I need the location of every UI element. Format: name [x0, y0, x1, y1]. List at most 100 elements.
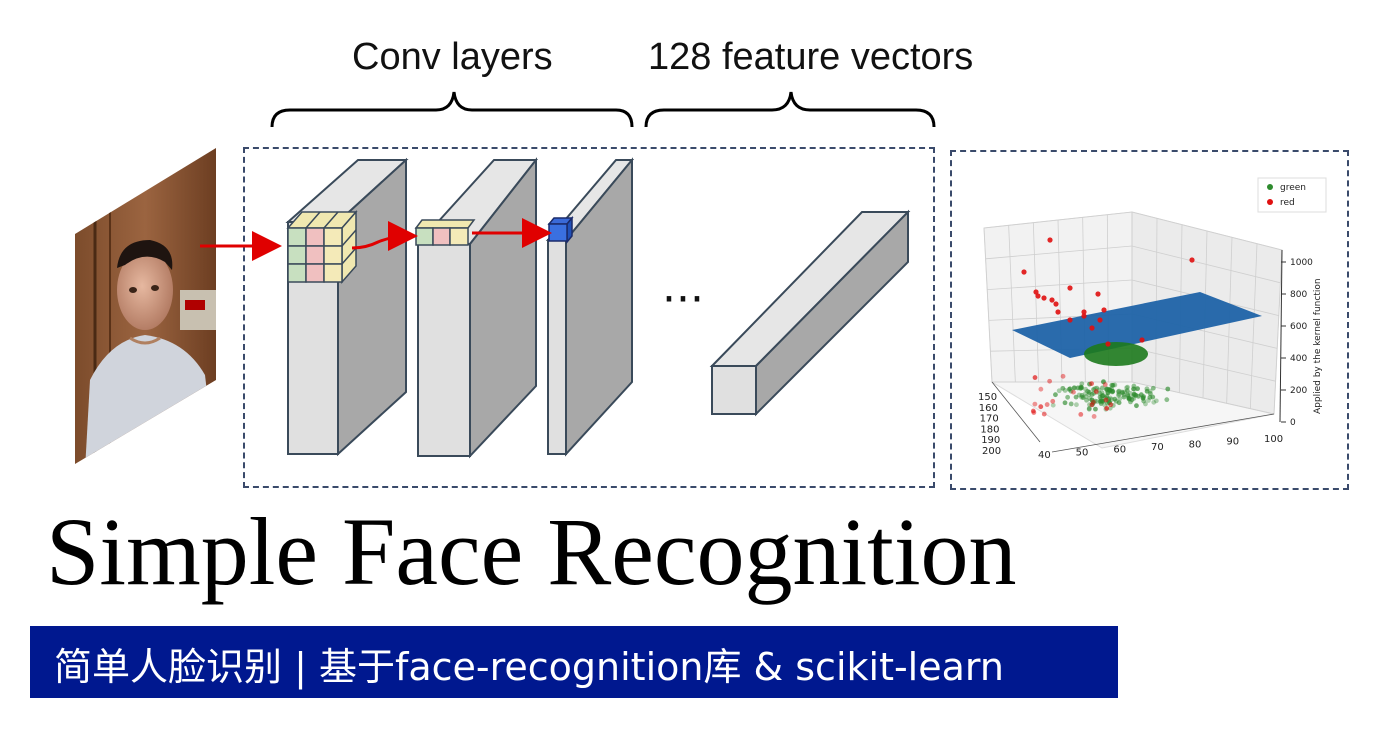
green-point — [1107, 395, 1113, 401]
plot-box — [950, 150, 1349, 490]
kernel-2 — [414, 219, 476, 246]
grid-line — [1273, 249, 1283, 415]
red-point — [1089, 402, 1095, 408]
green-point — [1085, 388, 1091, 394]
green-point — [1117, 396, 1123, 402]
red-point — [1047, 378, 1053, 384]
green-point — [1164, 397, 1170, 403]
red-point — [1031, 410, 1037, 415]
green-point — [1100, 393, 1106, 398]
red-point — [1139, 337, 1145, 343]
grid-line — [1008, 225, 1016, 383]
legend-green: green — [1280, 183, 1306, 193]
green-point — [1113, 398, 1119, 404]
green-point — [1093, 406, 1098, 412]
green-point — [1143, 401, 1148, 407]
green-point — [1071, 385, 1077, 391]
green-point — [1086, 405, 1092, 411]
green-point — [1120, 390, 1126, 396]
red-point — [1033, 289, 1039, 295]
y-tick-label: 40 — [1038, 450, 1051, 461]
red-point — [1032, 401, 1038, 407]
green-point — [1068, 388, 1074, 394]
green-point — [1147, 388, 1153, 394]
legend-marker-green — [1267, 184, 1273, 190]
network-box — [243, 147, 935, 488]
x-tick-label: 160 — [979, 403, 998, 414]
red-point — [1093, 389, 1099, 394]
kernel-3 — [547, 215, 574, 245]
green-point — [1084, 397, 1089, 403]
red-point — [1053, 301, 1059, 307]
red-point — [1035, 293, 1041, 299]
red-point — [1105, 341, 1111, 347]
grid-line — [1131, 211, 1283, 251]
red-point — [1104, 405, 1110, 411]
green-point — [1087, 395, 1093, 401]
green-point — [1132, 392, 1137, 398]
green-point — [1086, 406, 1092, 412]
red-point — [1038, 386, 1044, 392]
grid-line — [983, 227, 993, 383]
green-point — [1086, 391, 1092, 397]
z-tick-label: 400 — [1290, 354, 1307, 364]
y-tick-label: 60 — [1113, 445, 1126, 456]
feature-vector-bar — [709, 209, 911, 417]
z-axis-label: Applied by the kernel function — [1313, 278, 1323, 414]
red-point — [1071, 389, 1076, 395]
green-point — [1115, 389, 1121, 395]
green-point — [1140, 395, 1146, 401]
red-point — [1030, 408, 1036, 414]
green-point — [1135, 393, 1141, 399]
legend-red: red — [1280, 198, 1295, 208]
green-point — [1107, 387, 1113, 393]
green-point — [1125, 384, 1130, 390]
y-tick-label: 100 — [1264, 434, 1283, 445]
z-tick-label: 800 — [1290, 290, 1307, 300]
green-point — [1065, 394, 1071, 400]
network-diagram: ··· — [75, 148, 911, 464]
green-point — [1141, 394, 1146, 400]
green-point — [1104, 386, 1110, 392]
green-point — [1146, 398, 1151, 403]
red-point — [1097, 317, 1103, 323]
red-point — [1089, 325, 1095, 331]
green-point — [1110, 382, 1116, 388]
green-point — [1124, 388, 1130, 394]
subtitle-bar: 简单人脸识别 | 基于face-recognition库 & scikit-le… — [30, 626, 1118, 698]
red-point — [1038, 404, 1044, 410]
grid-line — [985, 245, 1133, 260]
ellipsis: ··· — [662, 274, 704, 325]
green-point — [1068, 401, 1074, 407]
green-point — [1150, 394, 1156, 400]
plane-bulge — [1084, 342, 1148, 366]
legend-marker-red — [1267, 199, 1273, 205]
red-point — [1041, 411, 1047, 417]
green-point — [1082, 391, 1088, 397]
red-point — [1050, 398, 1056, 404]
y-tick-label: 90 — [1226, 437, 1239, 448]
green-point — [1079, 381, 1085, 387]
green-point — [1062, 400, 1068, 406]
grid-line — [1057, 219, 1063, 383]
red-point — [1078, 411, 1084, 417]
green-point — [1135, 386, 1140, 392]
red-point — [1090, 399, 1096, 405]
green-point — [1116, 392, 1121, 398]
kernel-plane — [1012, 292, 1262, 358]
grid-line — [987, 279, 1133, 290]
red-point — [1067, 317, 1073, 323]
green-point — [1050, 402, 1056, 408]
green-point — [1116, 388, 1122, 394]
grid-line — [1249, 243, 1258, 409]
red-point — [1101, 307, 1107, 313]
y-tick-label: 50 — [1076, 447, 1089, 458]
z-tick-label: 200 — [1290, 386, 1307, 396]
green-point — [1080, 395, 1086, 400]
green-point — [1153, 398, 1159, 404]
feature-brace — [644, 91, 936, 128]
red-point — [1055, 309, 1061, 315]
green-point — [1112, 382, 1118, 388]
red-point — [1044, 402, 1050, 407]
y-tick-label: 80 — [1189, 439, 1202, 450]
